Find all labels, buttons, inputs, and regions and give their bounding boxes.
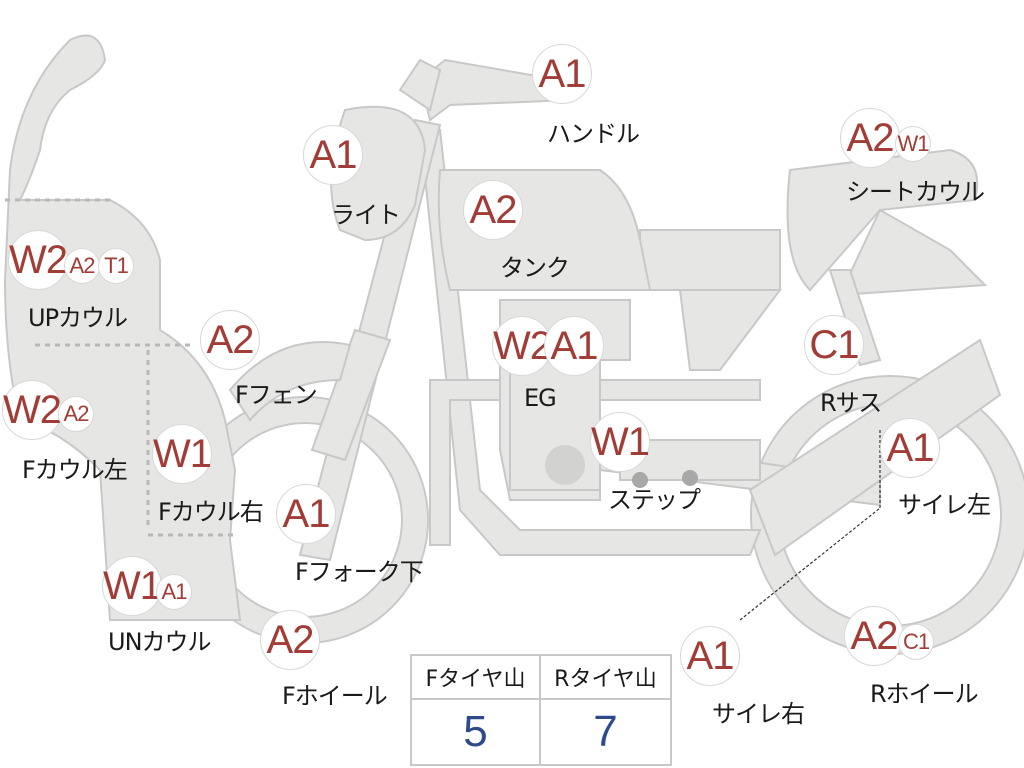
tank-code-1: A2 xyxy=(463,180,523,240)
handle-label: ハンドル xyxy=(547,120,640,148)
engine-code-1: W2 xyxy=(492,316,552,376)
silencer-right-label: サイレ右 xyxy=(712,700,805,728)
rear-tire-value: 7 xyxy=(593,707,618,756)
r-wheel-code-1: A2 xyxy=(844,606,904,666)
light-label: ライト xyxy=(331,201,401,229)
r-wheel-label: Rホイール xyxy=(870,680,979,708)
rear-tire-header: Rタイヤ山 xyxy=(541,656,670,700)
tire-tread-table: Fタイヤ山 Rタイヤ山 5 7 xyxy=(410,654,672,766)
f-cowl-right-label: Fカウル右 xyxy=(158,498,264,526)
up-cowl-label: UPカウル xyxy=(28,304,128,332)
f-wheel-code-1: A2 xyxy=(260,610,320,670)
r-sus-code-1: C1 xyxy=(804,315,864,375)
r-wheel-code-2: C1 xyxy=(898,624,934,660)
r-sus-label: Rサス xyxy=(820,389,882,417)
silencer-left-code-1: A1 xyxy=(880,418,940,478)
f-fork-lower-code-1: A1 xyxy=(276,484,336,544)
un-cowl-code-2: A1 xyxy=(156,574,192,610)
f-wheel-label: Fホイール xyxy=(282,682,388,710)
step-label: ステップ xyxy=(608,486,701,514)
f-fork-lower-label: Fフォーク下 xyxy=(295,558,424,586)
front-tire-value: 5 xyxy=(412,700,541,764)
engine-label: EG xyxy=(524,384,557,412)
seat-cowl-shape xyxy=(786,148,979,292)
f-cowl-left-code-1: W2 xyxy=(2,380,62,440)
seat-cowl-code-1: A2 xyxy=(840,108,900,168)
f-cowl-left-label: Fカウル左 xyxy=(22,456,128,484)
seat-cowl-code-2: W1 xyxy=(895,126,931,162)
un-cowl-label: UNカウル xyxy=(108,628,212,656)
front-fender-shape xyxy=(228,341,352,422)
f-cowl-right-code-1: W1 xyxy=(152,424,212,484)
up-cowl-code-2: A2 xyxy=(64,248,100,284)
f-fender-label: Fフェン xyxy=(235,381,318,409)
light-code-1: A1 xyxy=(303,125,363,185)
step-code-1: W1 xyxy=(590,412,650,472)
silencer-left-label: サイレ左 xyxy=(898,491,991,519)
muffler-shape xyxy=(748,338,1002,557)
f-fender-code-1: A2 xyxy=(200,310,260,370)
f-cowl-left-code-2: A2 xyxy=(58,396,94,432)
up-cowl-code-3: T1 xyxy=(98,248,134,284)
handle-code-1: A1 xyxy=(532,44,592,104)
tank-label: タンク xyxy=(500,254,570,282)
front-tire-header: Fタイヤ山 xyxy=(412,656,541,700)
silencer-right-code-1: A1 xyxy=(680,626,740,686)
engine-code-2: A1 xyxy=(544,316,604,376)
seat-cowl-label: シートカウル xyxy=(846,178,985,206)
un-cowl-code-1: W1 xyxy=(102,556,162,616)
up-cowl-code-1: W2 xyxy=(8,230,68,290)
